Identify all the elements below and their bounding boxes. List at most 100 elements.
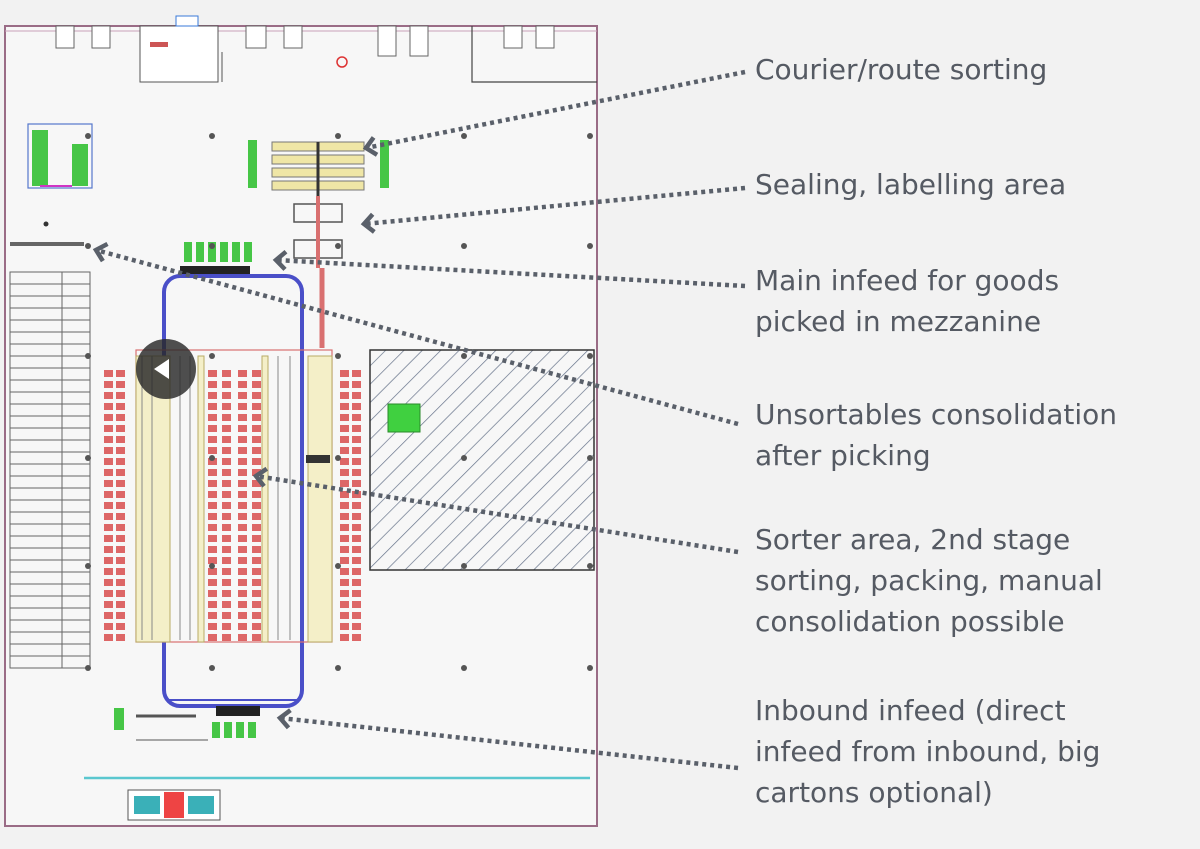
rack-bay <box>222 590 231 597</box>
column-dot <box>335 665 341 671</box>
rack-bay <box>238 579 247 586</box>
rack-bay <box>352 447 361 454</box>
column-dot <box>587 665 593 671</box>
rack-bay <box>116 535 125 542</box>
rack-bay <box>238 513 247 520</box>
rack-bay <box>238 535 247 542</box>
rack-bay <box>340 513 349 520</box>
rack-bay <box>252 623 261 630</box>
rack-bay <box>208 546 217 553</box>
top-docks <box>55 25 555 57</box>
rack-bay <box>222 513 231 520</box>
rack-bay <box>352 601 361 608</box>
rack-bay <box>352 414 361 421</box>
column-dot <box>209 665 215 671</box>
rack-bay <box>252 557 261 564</box>
bottom-dock <box>127 789 221 821</box>
rack-bay <box>222 502 231 509</box>
column-dot <box>587 133 593 139</box>
rack-bay <box>222 436 231 443</box>
rack-bay <box>104 447 113 454</box>
rack-bay <box>208 491 217 498</box>
rack-bay <box>238 381 247 388</box>
rack-bay <box>340 601 349 608</box>
rack-bay <box>252 612 261 619</box>
rack-bay <box>340 491 349 498</box>
rack-bay <box>208 381 217 388</box>
rack-bay <box>238 590 247 597</box>
green-marker-box <box>387 403 421 433</box>
rack-bay <box>252 491 261 498</box>
column-dot <box>209 455 215 461</box>
rack-bay <box>340 469 349 476</box>
rack-bay <box>208 623 217 630</box>
rack-bay <box>352 436 361 443</box>
column-dot <box>335 353 341 359</box>
rack-bay <box>116 469 125 476</box>
rack-bay <box>104 502 113 509</box>
rack-bay <box>252 535 261 542</box>
rack-bay <box>340 546 349 553</box>
rack-bay <box>222 458 231 465</box>
rack-bay <box>222 403 231 410</box>
rack-bay <box>352 502 361 509</box>
rack-bay <box>116 392 125 399</box>
rack-bay <box>238 502 247 509</box>
rack-bay <box>340 370 349 377</box>
column-dot <box>85 665 91 671</box>
column-dot <box>85 455 91 461</box>
column-dot <box>85 243 91 249</box>
play-video-button[interactable] <box>136 339 196 399</box>
rack-bay <box>238 568 247 575</box>
column-dot <box>461 455 467 461</box>
rack-bay <box>222 381 231 388</box>
rack-bay <box>340 579 349 586</box>
rack-bay <box>352 634 361 641</box>
rack-bay <box>340 425 349 432</box>
rack-bay <box>104 414 113 421</box>
rack-bay <box>352 579 361 586</box>
rack-bay <box>252 590 261 597</box>
rack-bay <box>252 634 261 641</box>
rack-bay <box>104 623 113 630</box>
rack-bay <box>252 546 261 553</box>
rack-bay <box>104 469 113 476</box>
rack-bay <box>352 392 361 399</box>
rack-bay <box>104 612 113 619</box>
rack-bay <box>104 568 113 575</box>
rack-bay <box>238 469 247 476</box>
rack-bay <box>238 458 247 465</box>
column-dot <box>335 133 341 139</box>
rack-bay <box>252 403 261 410</box>
rack-bay <box>222 634 231 641</box>
rack-bay <box>208 502 217 509</box>
rack-bay <box>352 568 361 575</box>
callout-arrow-head <box>360 212 376 234</box>
rack-bay <box>222 579 231 586</box>
rack-bay <box>116 425 125 432</box>
rack-bay <box>104 590 113 597</box>
rack-bay <box>252 425 261 432</box>
inbound-bins <box>114 708 256 738</box>
callout-arrow-line <box>275 257 746 289</box>
rack-bay <box>116 623 125 630</box>
rack-bay <box>352 425 361 432</box>
rack-bay <box>352 403 361 410</box>
rack-bay <box>222 524 231 531</box>
column-dot <box>209 353 215 359</box>
rack-bay <box>116 447 125 454</box>
rack-bay <box>340 414 349 421</box>
rack-bay <box>352 381 361 388</box>
rack-bay <box>222 546 231 553</box>
rack-bay <box>222 414 231 421</box>
rack-bay <box>116 502 125 509</box>
rack-bay <box>352 546 361 553</box>
rack-bay <box>340 392 349 399</box>
rack-bay <box>238 414 247 421</box>
office-block <box>139 25 219 83</box>
callout-arrows <box>92 69 746 771</box>
rack-bay <box>116 546 125 553</box>
storage-top-left <box>27 123 93 189</box>
rack-bay <box>208 414 217 421</box>
